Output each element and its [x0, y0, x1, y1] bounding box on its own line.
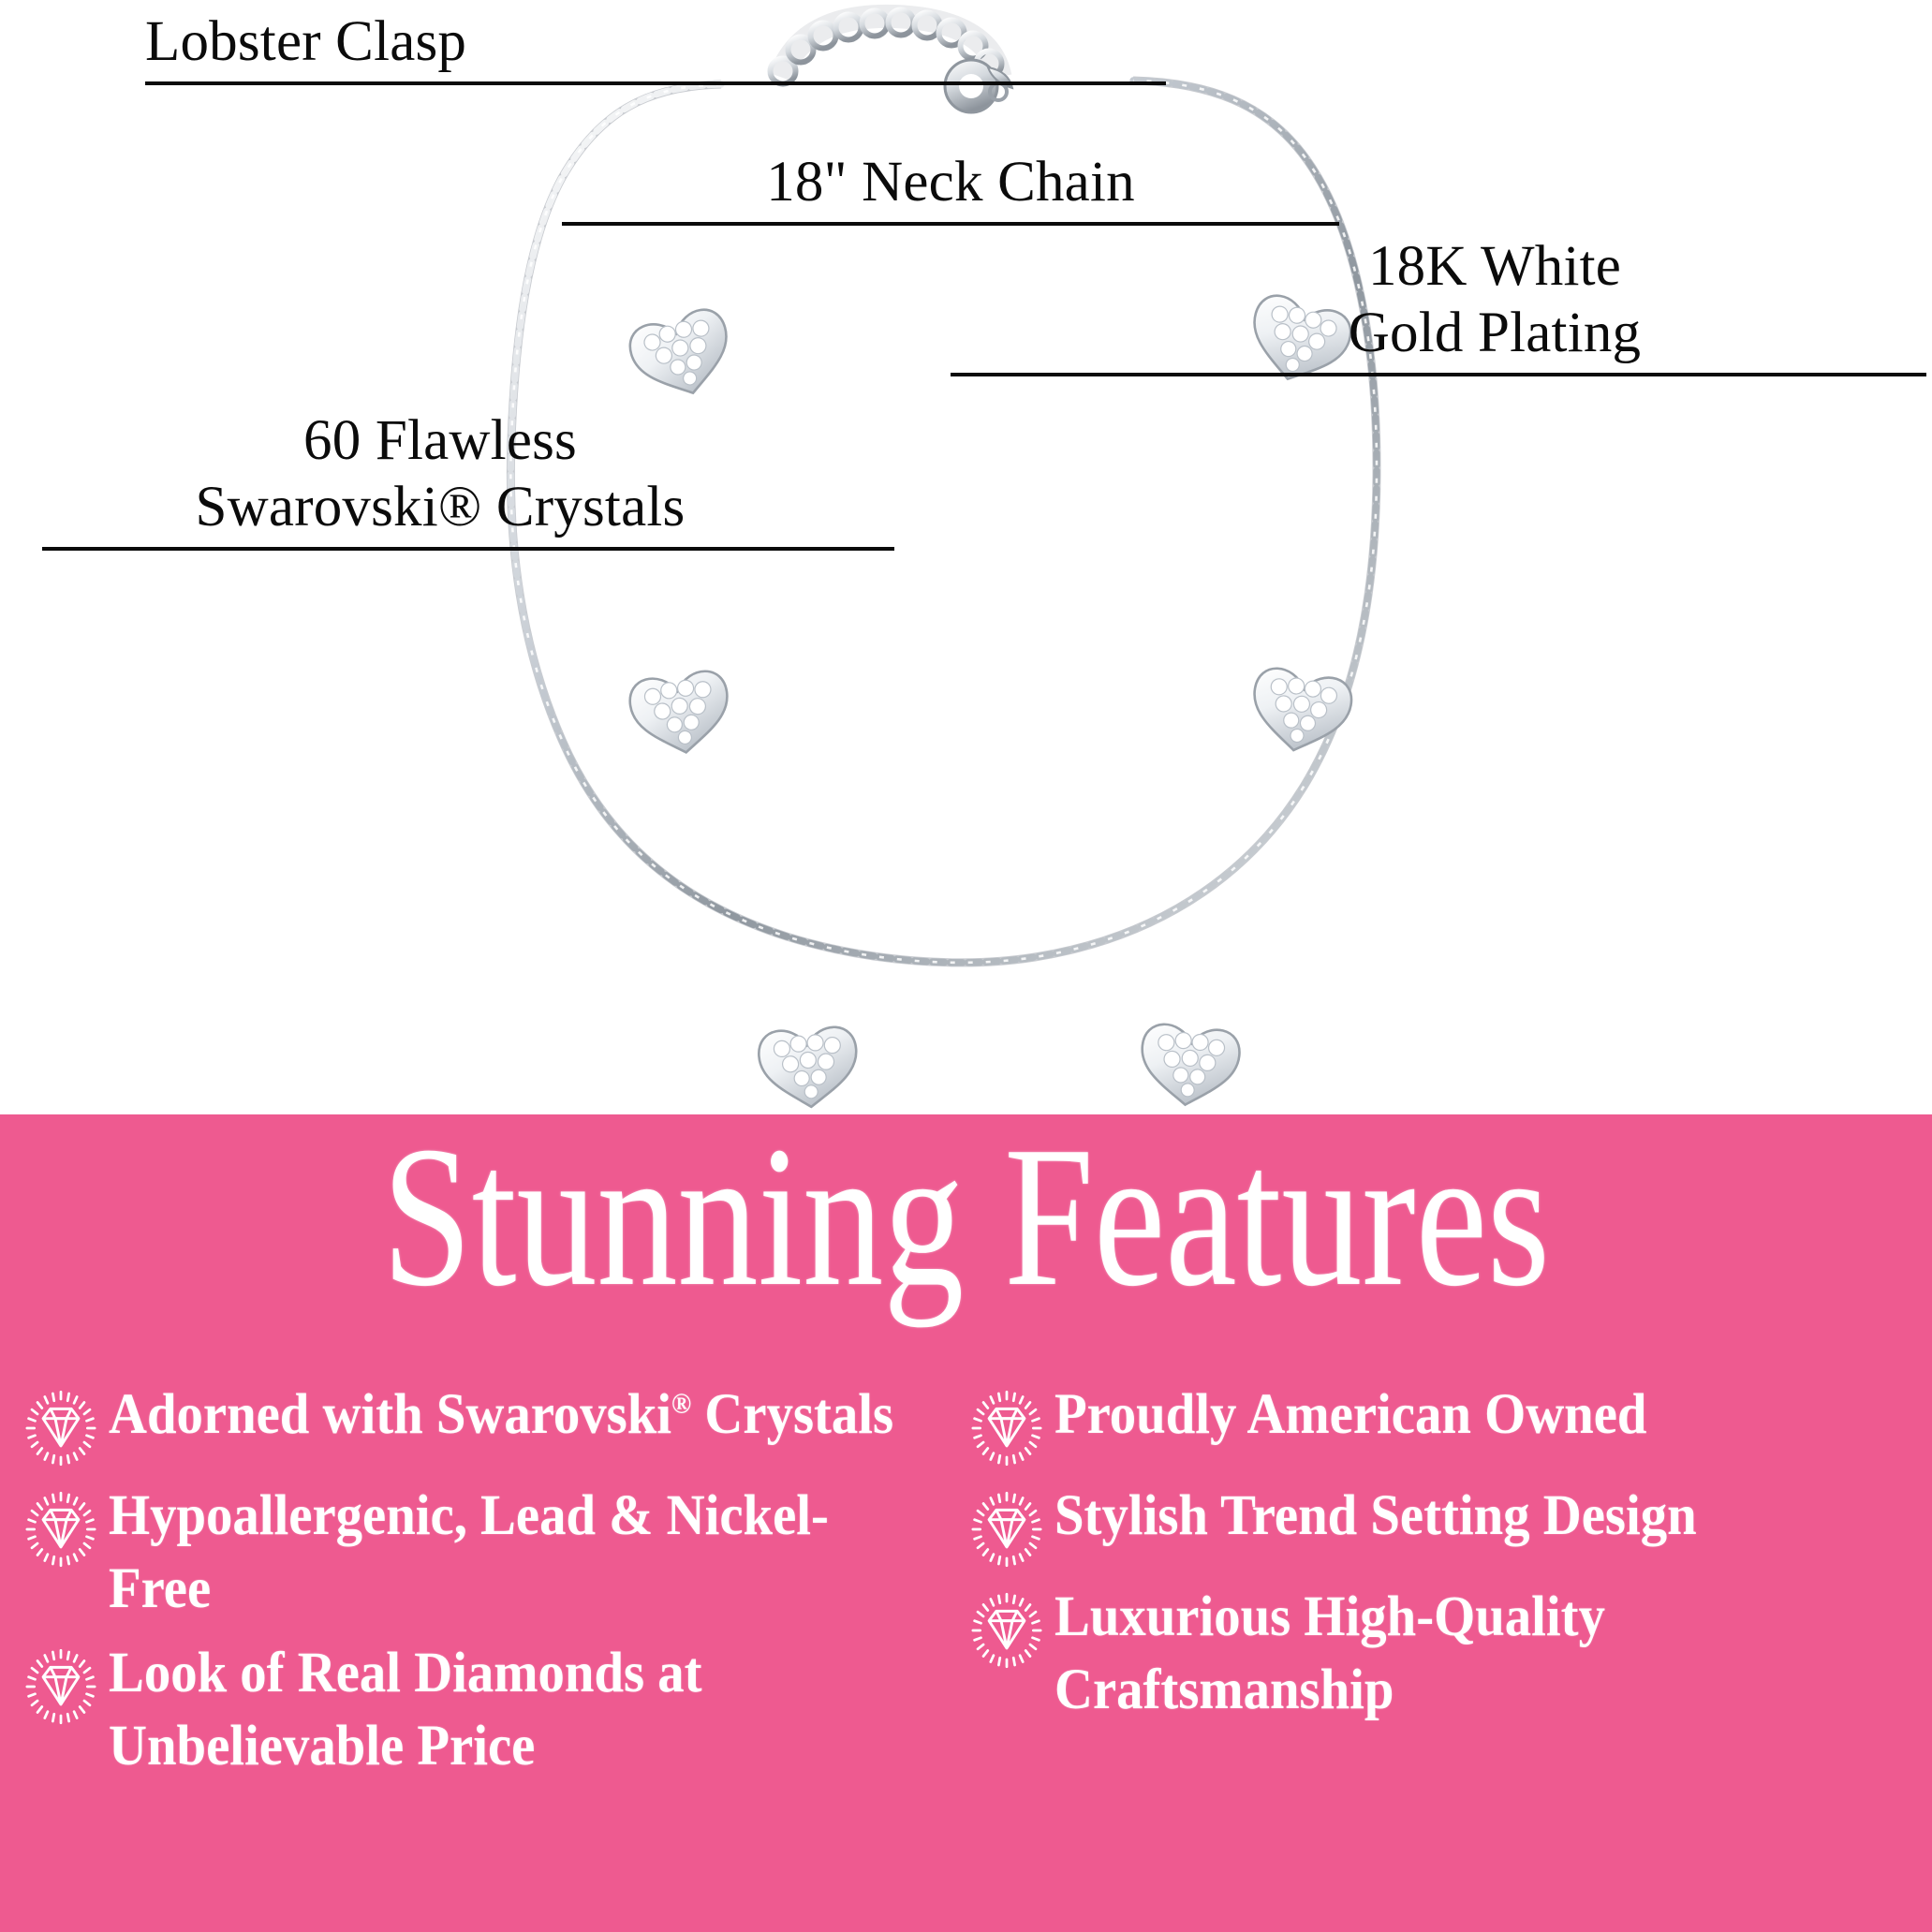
- features-title: Stunning Features: [382, 1114, 1550, 1328]
- extender-chain: [767, 4, 1012, 87]
- product-image-area: Lobster Clasp 18" Neck Chain 18K White G…: [0, 4, 1932, 1109]
- heart-station: [758, 1025, 858, 1109]
- heart-station: [1141, 1023, 1241, 1107]
- feature-text: Hypoallergenic, Lead & Nickel-Free: [109, 1484, 829, 1621]
- diamond-sparkle-icon: [21, 1646, 101, 1727]
- feature-item: Proudly American Owned: [966, 1379, 1922, 1468]
- feature-text: Luxurious High-Quality Craftsmanship: [1054, 1585, 1605, 1722]
- callout-leader-line: [42, 546, 894, 551]
- callout-crystals: 60 Flawless Swarovski® Crystals: [42, 408, 894, 551]
- feature-item: Adorned with Swarovski® Crystals: [21, 1379, 956, 1468]
- callout-neck-chain-label: 18" Neck Chain: [766, 151, 1135, 214]
- feature-item: Stylish Trend Setting Design: [966, 1480, 1922, 1570]
- heart-station: [628, 670, 729, 754]
- features-left-column: Adorned with Swarovski® Crystals: [0, 1379, 966, 1794]
- diamond-sparkle-icon: [966, 1489, 1047, 1570]
- stunning-features-banner: Stunning Features: [0, 1114, 1932, 1932]
- callout-leader-line: [562, 221, 1339, 226]
- diamond-sparkle-icon: [966, 1388, 1047, 1468]
- heart-station: [1253, 294, 1352, 381]
- heart-station: [1253, 667, 1353, 752]
- diamond-sparkle-icon: [966, 1590, 1047, 1671]
- callout-neck-chain: 18" Neck Chain: [562, 150, 1339, 226]
- heart-station: [628, 308, 728, 395]
- feature-item: Hypoallergenic, Lead & Nickel-Free: [21, 1480, 956, 1626]
- features-right-column: Proudly American Owned: [966, 1379, 1931, 1794]
- callout-leader-line: [145, 81, 1166, 85]
- callout-crystals-line2: Swarovski® Crystals: [195, 475, 686, 538]
- features-columns: Adorned with Swarovski® Crystals: [0, 1379, 1932, 1794]
- feature-item: Luxurious High-Quality Craftsmanship: [966, 1581, 1922, 1727]
- callout-lobster-clasp-label: Lobster Clasp: [145, 10, 467, 73]
- feature-text: Adorned with Swarovski® Crystals: [109, 1383, 894, 1446]
- necklace-illustration: [0, 4, 1932, 1109]
- callout-lobster-clasp: Lobster Clasp: [145, 9, 1166, 85]
- feature-text: Stylish Trend Setting Design: [1054, 1484, 1697, 1547]
- callout-crystals-line1: 60 Flawless: [303, 409, 577, 472]
- feature-item: Look of Real Diamonds at Unbelievable Pr…: [21, 1637, 956, 1783]
- callout-gold-plating: 18K White Gold Plating: [951, 234, 1926, 376]
- callout-gold-plating-line2: Gold Plating: [1348, 301, 1642, 364]
- diamond-sparkle-icon: [21, 1489, 101, 1570]
- callout-gold-plating-line1: 18K White: [1367, 235, 1622, 298]
- diamond-sparkle-icon: [21, 1388, 101, 1468]
- feature-text: Proudly American Owned: [1054, 1383, 1647, 1446]
- callout-leader-line: [951, 372, 1926, 376]
- feature-text: Look of Real Diamonds at Unbelievable Pr…: [109, 1642, 702, 1778]
